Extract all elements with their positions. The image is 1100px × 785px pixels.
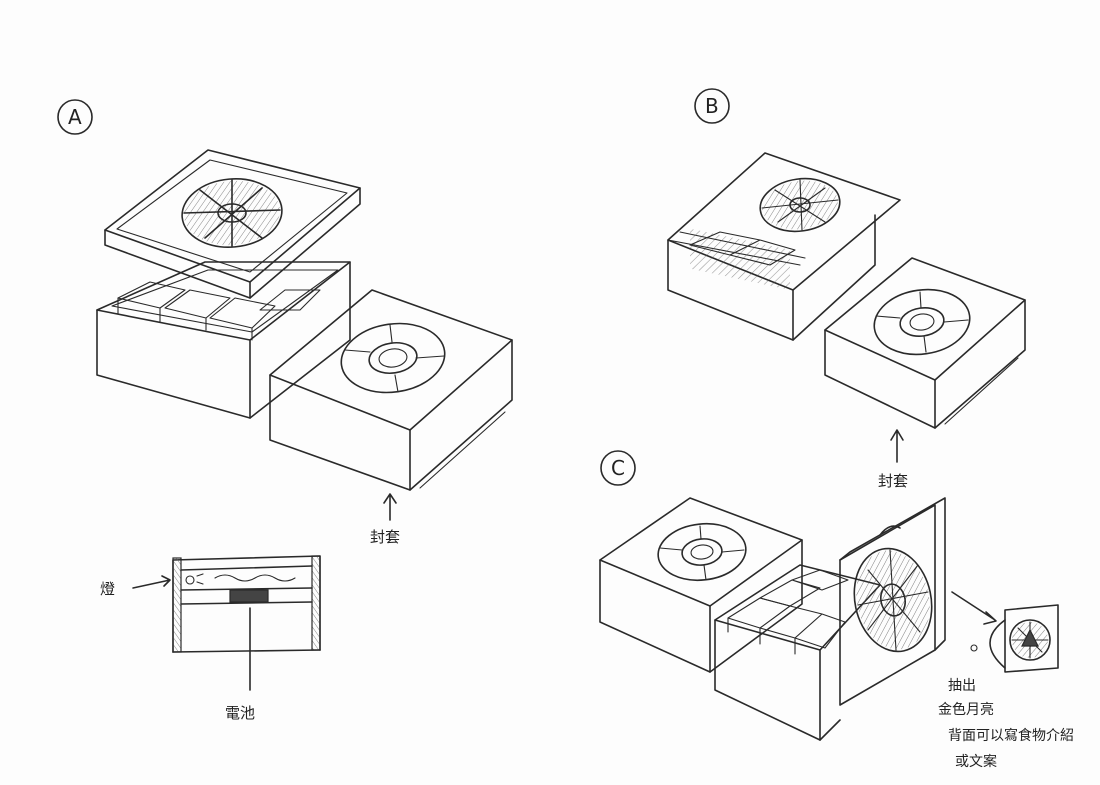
a-battery-label: 電池 bbox=[225, 704, 255, 722]
c-note-line-3: 背面可以寫食物介紹 bbox=[948, 727, 1074, 744]
a-sleeve-label: 封套 bbox=[370, 528, 400, 546]
c-note-line-2: 金色月亮 bbox=[938, 701, 994, 718]
a-light-label: 燈 bbox=[100, 580, 115, 598]
b-sleeve-arrow bbox=[891, 430, 903, 462]
c-note-line-4: 或文案 bbox=[955, 753, 997, 770]
b-box bbox=[668, 153, 900, 340]
section-c: C bbox=[600, 451, 1074, 770]
c-moon-arrow bbox=[952, 592, 996, 624]
c-sleeve bbox=[600, 498, 802, 672]
a-sleeve bbox=[270, 290, 512, 490]
c-note-line-1: 抽出 bbox=[948, 678, 976, 694]
section-a: A bbox=[58, 100, 512, 722]
a-lid bbox=[105, 150, 360, 298]
c-open-box bbox=[715, 565, 880, 740]
c-lid bbox=[840, 498, 945, 705]
b-sleeve-label: 封套 bbox=[878, 472, 908, 490]
section-a-letter: A bbox=[68, 105, 82, 129]
a-light-arrow bbox=[133, 576, 170, 588]
c-moon-card bbox=[971, 605, 1058, 672]
a-section-view bbox=[173, 556, 320, 652]
section-b: B 封套 bbox=[668, 89, 1025, 490]
section-c-letter: C bbox=[611, 456, 625, 480]
a-sleeve-arrow bbox=[384, 494, 396, 520]
section-b-letter: B bbox=[705, 94, 719, 118]
